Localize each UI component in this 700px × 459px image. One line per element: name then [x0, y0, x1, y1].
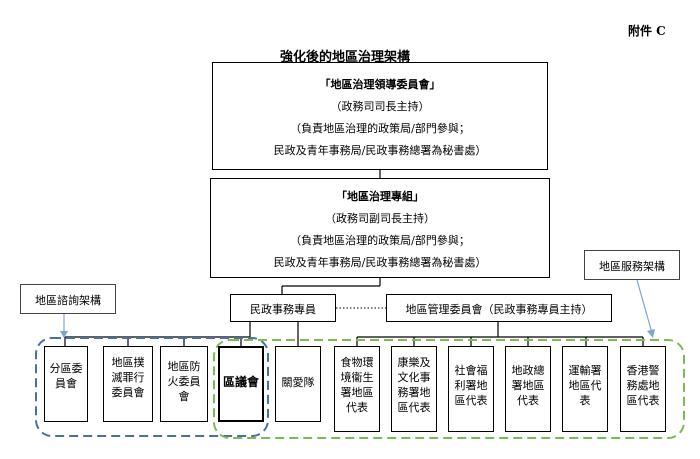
swd-rep-box: 社會福利署地區代表	[448, 346, 494, 432]
td-rep-label: 運輸署地區代表	[568, 364, 602, 407]
fehd-rep-box: 食物環境衞生署地區代表	[334, 346, 380, 432]
lcsd-rep-label: 康樂及文化事務署地區代表	[397, 356, 431, 414]
care-team-box: 關愛隊	[275, 346, 321, 422]
service-structure-label: 地區服務架構	[599, 260, 665, 273]
police-rep-label: 香港警務處地區代表	[626, 364, 660, 407]
district-officer-box: 民政事務專員	[230, 294, 336, 322]
fire-safety-committee-label: 地區防火委員會	[167, 360, 201, 403]
governance-taskforce-secretariat: 民政及青年事務局/民政事務總署為秘書處）	[273, 256, 487, 269]
leadership-committee-members: （負責地區治理的政策局/部門參與；	[290, 122, 470, 135]
fight-crime-committee-label: 地區撲滅罪行委員會	[111, 356, 145, 399]
district-officer-label: 民政事務專員	[250, 303, 316, 316]
diagram-title: 強化後的地區治理架構	[280, 50, 411, 65]
fehd-rep-label: 食物環境衞生署地區代表	[340, 356, 374, 414]
district-council-label: 區議會	[222, 375, 259, 389]
fight-crime-committee-box: 地區撲滅罪行委員會	[103, 346, 153, 422]
service-group-outline	[213, 339, 685, 439]
advisory-structure-label-box: 地區諮詢架構	[20, 284, 116, 314]
advisory-structure-label: 地區諮詢架構	[35, 294, 101, 307]
advisory-group-outline	[35, 337, 269, 437]
td-rep-box: 運輸署地區代表	[562, 346, 608, 432]
district-management-committee-label: 地區管理委員會（民政事務專員主持）	[405, 303, 593, 316]
district-management-committee-box: 地區管理委員會（民政事務專員主持）	[386, 294, 612, 322]
area-committee-label: 分區委員會	[49, 362, 83, 390]
leadership-committee-secretariat: 民政及青年事務局/民政事務總署為秘書處）	[273, 144, 487, 157]
swd-rep-label: 社會福利署地區代表	[454, 364, 488, 407]
governance-taskforce-chair: （政務司副司長主持）	[325, 212, 435, 225]
service-structure-label-box: 地區服務架構	[584, 250, 680, 280]
governance-taskforce-members: （負責地區治理的政策局/部門參與；	[290, 234, 470, 247]
annex-label: 附件 C	[628, 24, 666, 38]
lcsd-rep-box: 康樂及文化事務署地區代表	[391, 346, 437, 432]
district-council-box: 區議會	[218, 346, 264, 422]
landsd-rep-box: 地政總署地區代表	[505, 346, 551, 432]
care-team-label: 關愛隊	[281, 376, 315, 389]
governance-taskforce-box: 「地區治理專組」 （政務司副司長主持） （負責地區治理的政策局/部門參與； 民政…	[210, 178, 550, 278]
fire-safety-committee-box: 地區防火委員會	[160, 346, 208, 422]
police-rep-box: 香港警務處地區代表	[620, 346, 666, 432]
leadership-committee-box: 「地區治理領導委員會」 （政務司司長主持） （負責地區治理的政策局/部門參與； …	[212, 62, 548, 170]
leadership-committee-chair: （政務司司長主持）	[330, 100, 430, 113]
landsd-rep-label: 地政總署地區代表	[511, 364, 545, 407]
governance-taskforce-name: 「地區治理專組」	[336, 190, 424, 203]
leadership-committee-name: 「地區治理領導委員會」	[319, 78, 441, 91]
area-committee-box: 分區委員會	[44, 346, 88, 422]
